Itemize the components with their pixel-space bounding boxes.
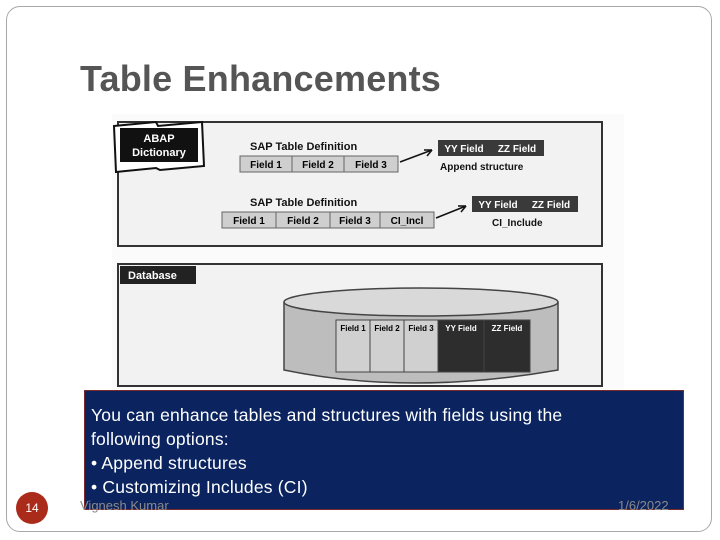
db-col-2: Field 2 (374, 324, 400, 333)
bottom-ext-field-2: ZZ Field (532, 200, 570, 211)
slide-title: Table Enhancements (80, 58, 442, 99)
db-col-1: Field 1 (340, 324, 366, 333)
db-col-5: ZZ Field (492, 324, 523, 333)
table-enhancement-diagram: ABAP Dictionary SAP Table Definition Fie… (112, 114, 624, 390)
bottom-field-1: Field 1 (233, 216, 265, 227)
bottom-field-2: Field 2 (287, 216, 319, 227)
textbox-line-4: • Customizing Includes (CI) (91, 477, 308, 497)
dictionary-label-2: Dictionary (132, 147, 187, 159)
bottom-field-3: Field 3 (339, 216, 371, 227)
top-field-2: Field 2 (302, 160, 334, 171)
top-ext-field-1: YY Field (444, 144, 483, 155)
info-textbox: You can enhance tables and structures wi… (84, 390, 684, 510)
db-col-4: YY Field (445, 324, 477, 333)
bottom-definition-heading: SAP Table Definition (250, 197, 357, 209)
bottom-ext-caption: CI_Include (492, 218, 543, 229)
top-field-1: Field 1 (250, 160, 282, 171)
db-col-3: Field 3 (408, 324, 434, 333)
dictionary-label-1: ABAP (143, 133, 174, 145)
top-ext-caption: Append structure (440, 162, 524, 173)
book-icon: ABAP Dictionary (112, 120, 206, 174)
top-ext-field-2: ZZ Field (498, 144, 536, 155)
bottom-field-ci: CI_Incl (391, 216, 424, 227)
page-number-badge: 14 (16, 492, 48, 524)
top-field-3: Field 3 (355, 160, 387, 171)
textbox-line-1: You can enhance tables and structures wi… (91, 405, 563, 425)
textbox-line-2: following options: (91, 429, 229, 449)
bottom-ext-field-1: YY Field (478, 200, 517, 211)
database-label: Database (128, 270, 177, 282)
author-footer: Vignesh Kumar (80, 498, 169, 513)
top-definition-heading: SAP Table Definition (250, 141, 357, 153)
date-footer: 1/6/2022 (618, 498, 669, 513)
textbox-line-3: • Append structures (91, 453, 247, 473)
